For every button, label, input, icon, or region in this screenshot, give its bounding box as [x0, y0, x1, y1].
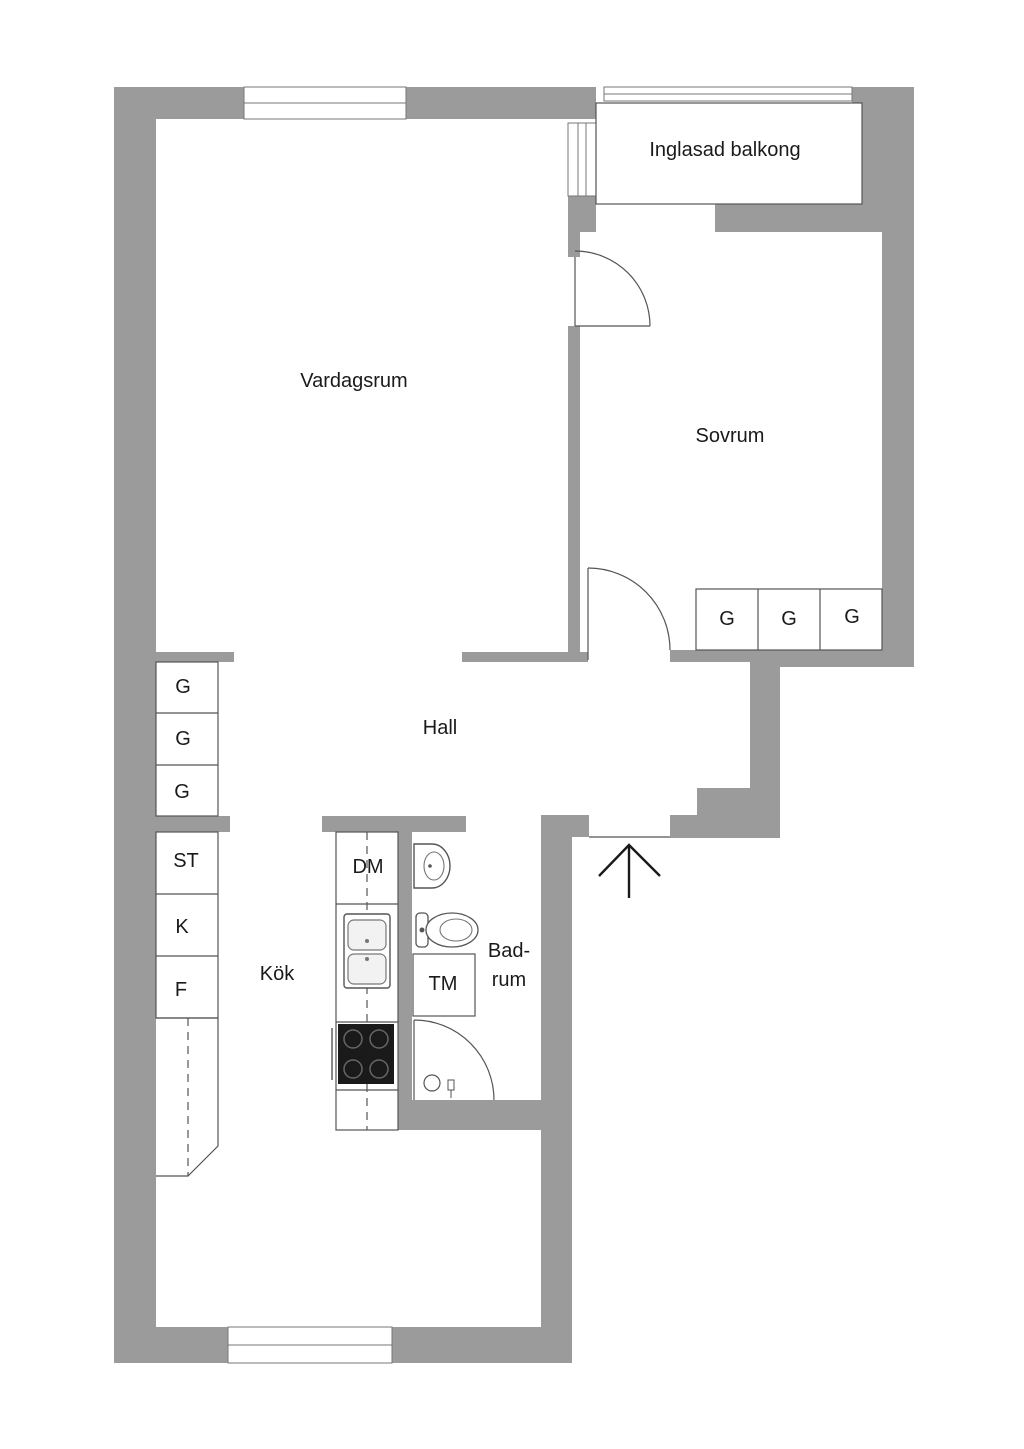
kitchen-unit-label-f: F: [175, 979, 187, 1001]
kitchen-unit-label-k: K: [175, 916, 189, 938]
kitchen-unit-label-st: ST: [173, 850, 199, 872]
hall-wardrobe-label-3: G: [174, 781, 190, 803]
entrance-arrow-icon: [598, 843, 661, 898]
balcony-outline: [595, 102, 863, 205]
room-label-badrum-2: rum: [492, 969, 526, 991]
room-label-badrum-1: Bad-: [488, 940, 530, 962]
bedroom-wardrobes: [695, 588, 883, 651]
kitchen-left-units: [155, 831, 219, 1177]
kitchen-sink-icon: [343, 913, 391, 989]
bedroom-wardrobe-label-1: G: [719, 608, 735, 630]
hall-wardrobe-label-2: G: [175, 728, 191, 750]
bedroom-wardrobe-label-3: G: [844, 606, 860, 628]
walls: [114, 87, 914, 1363]
hall-wardrobes: [155, 661, 219, 817]
bedroom-wardrobe-label-2: G: [781, 608, 797, 630]
room-label-kok: Kök: [260, 963, 295, 985]
dishwasher-label: DM: [352, 856, 383, 878]
hall-wardrobe-label-1: G: [175, 676, 191, 698]
washing-machine-label: TM: [429, 973, 458, 995]
windows: [227, 86, 853, 1364]
room-label-hall: Hall: [423, 717, 457, 739]
room-label-balkong: Inglasad balkong: [649, 139, 800, 161]
toilet-icon: [415, 912, 479, 948]
washbasin-icon: [413, 843, 451, 889]
room-label-vardagsrum: Vardagsrum: [300, 370, 407, 392]
room-label-sovrum: Sovrum: [696, 425, 765, 447]
shower-icon: [423, 1074, 455, 1098]
washing-machine-box: [412, 953, 476, 1017]
stove-icon: [331, 1024, 394, 1084]
doors: [413, 250, 671, 1101]
